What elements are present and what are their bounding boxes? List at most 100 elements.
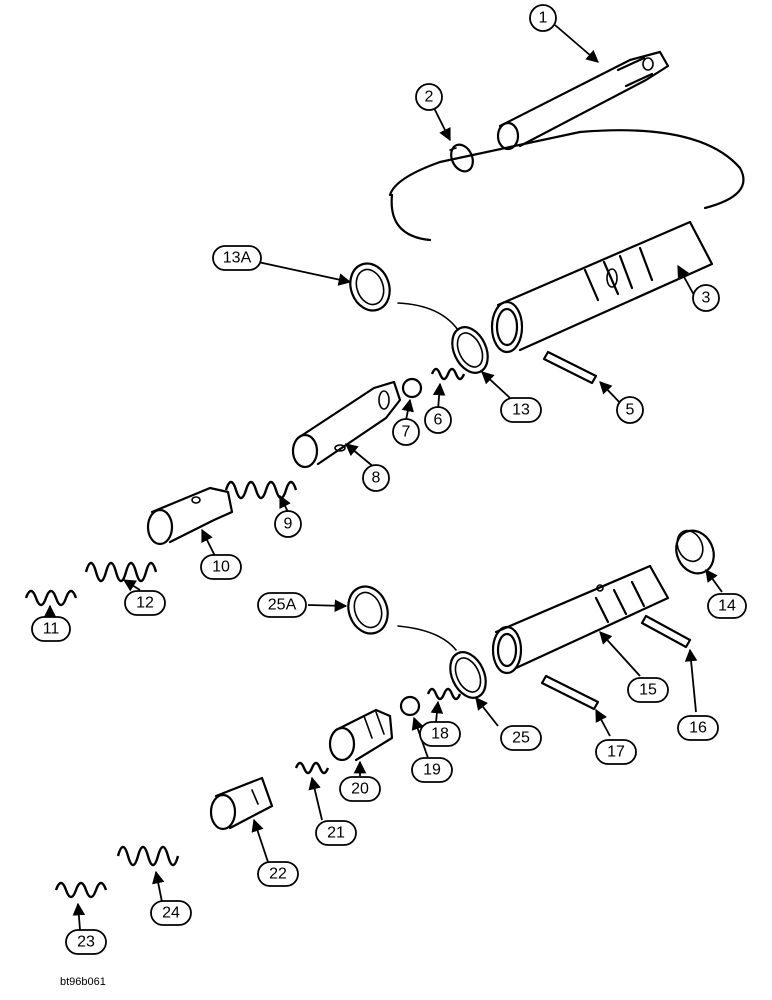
callout-17: 17 [595, 739, 637, 765]
leader-14 [705, 568, 723, 593]
callout-23: 23 [65, 929, 107, 955]
leader-18 [430, 700, 444, 723]
part-6-spring [430, 367, 466, 381]
leader-6 [432, 382, 446, 411]
leader-25 [475, 697, 499, 727]
callout-10: 10 [200, 554, 242, 580]
part-5-pin [542, 350, 598, 385]
leader-13 [481, 371, 511, 399]
leader-7 [401, 398, 414, 421]
callout-13a-label: 13A [223, 250, 252, 267]
part-10-sleeve [146, 486, 234, 546]
callout-9-label: 9 [284, 516, 293, 533]
callout-22: 22 [257, 861, 299, 887]
leader-16 [684, 648, 698, 713]
leader-8 [345, 443, 376, 469]
callout-11-label: 11 [43, 621, 60, 638]
callout-25a-label: 25A [268, 597, 297, 614]
part-9-spring [224, 480, 298, 500]
callout-21: 21 [315, 820, 357, 846]
callout-9: 9 [274, 510, 302, 538]
callout-24: 24 [150, 900, 192, 926]
callout-3-label: 3 [702, 290, 711, 307]
leader-21 [308, 776, 323, 821]
part-1-spool-rod [496, 50, 670, 151]
callout-1: 1 [529, 4, 557, 32]
callout-13a: 13A [212, 245, 262, 271]
leader-2 [433, 107, 451, 142]
callout-25-label: 25 [512, 730, 530, 747]
ring-13a-link [397, 302, 459, 331]
callout-19-label: 19 [423, 762, 441, 779]
callout-18-label: 18 [431, 726, 449, 743]
callout-2: 2 [415, 83, 443, 111]
part-2-retaining-ring [449, 143, 474, 173]
part-23-spring [54, 881, 108, 899]
part-22-sleeve [209, 776, 274, 831]
figure-code: bt96b061 [60, 976, 106, 988]
part-12-spring [84, 561, 158, 583]
part-17-pin [540, 674, 600, 711]
callout-15-label: 15 [639, 682, 657, 699]
part-11-spring [24, 589, 78, 607]
part-20-plunger [328, 708, 394, 762]
callout-23-label: 23 [77, 934, 95, 951]
callout-20-label: 20 [351, 781, 369, 798]
leader-13a [257, 261, 352, 286]
part-25a-seal-ring [347, 585, 389, 635]
callout-8: 8 [362, 464, 390, 492]
part-15-valve-body [491, 564, 670, 675]
callout-13-label: 13 [512, 402, 530, 419]
part-24-spring [116, 845, 180, 867]
part-3-valve-body [490, 220, 714, 354]
callout-3: 3 [692, 284, 720, 312]
assembly-outline [388, 129, 745, 242]
callout-10-label: 10 [212, 559, 230, 576]
part-18-spring [426, 687, 462, 701]
leader-15 [599, 631, 641, 677]
part-25-backup-ring [449, 651, 487, 699]
callout-22-label: 22 [269, 866, 287, 883]
callout-12-label: 12 [136, 595, 154, 612]
callout-14: 14 [707, 593, 747, 619]
callout-16: 16 [677, 715, 719, 741]
callout-1-label: 1 [539, 10, 548, 27]
leader-17 [595, 708, 611, 737]
callout-21-label: 21 [327, 825, 345, 842]
callout-18: 18 [419, 721, 461, 747]
ring-25a-link [397, 625, 457, 651]
part-14-end-cap [675, 529, 715, 575]
leader-3 [677, 264, 695, 296]
callout-14-label: 14 [718, 598, 736, 615]
callout-19: 19 [411, 757, 453, 783]
callout-5: 5 [616, 396, 644, 424]
part-13-backup-ring [451, 326, 489, 374]
callout-13: 13 [500, 397, 542, 423]
leader-12 [122, 579, 141, 592]
callout-7-label: 7 [402, 424, 411, 441]
leader-9 [279, 494, 291, 513]
callout-11: 11 [31, 616, 71, 642]
callout-25a: 25A [257, 592, 307, 618]
part-16-pin [640, 614, 692, 649]
leader-25a [307, 599, 348, 612]
leader-22 [251, 818, 269, 863]
callout-6: 6 [424, 406, 452, 434]
callout-24-label: 24 [162, 905, 180, 922]
callout-12: 12 [124, 590, 166, 616]
callout-15: 15 [627, 677, 669, 703]
callout-5-label: 5 [626, 402, 635, 419]
part-8-plunger [291, 380, 402, 469]
leader-10 [201, 528, 217, 559]
part-13a-seal-ring [349, 262, 391, 312]
callout-20: 20 [339, 776, 381, 802]
leader-1 [554, 24, 599, 63]
callout-8-label: 8 [372, 470, 381, 487]
callout-6-label: 6 [434, 412, 443, 429]
part-21-spring [294, 761, 330, 775]
callout-16-label: 16 [689, 720, 707, 737]
callout-2-label: 2 [425, 89, 434, 106]
part-7-ball [401, 377, 423, 399]
